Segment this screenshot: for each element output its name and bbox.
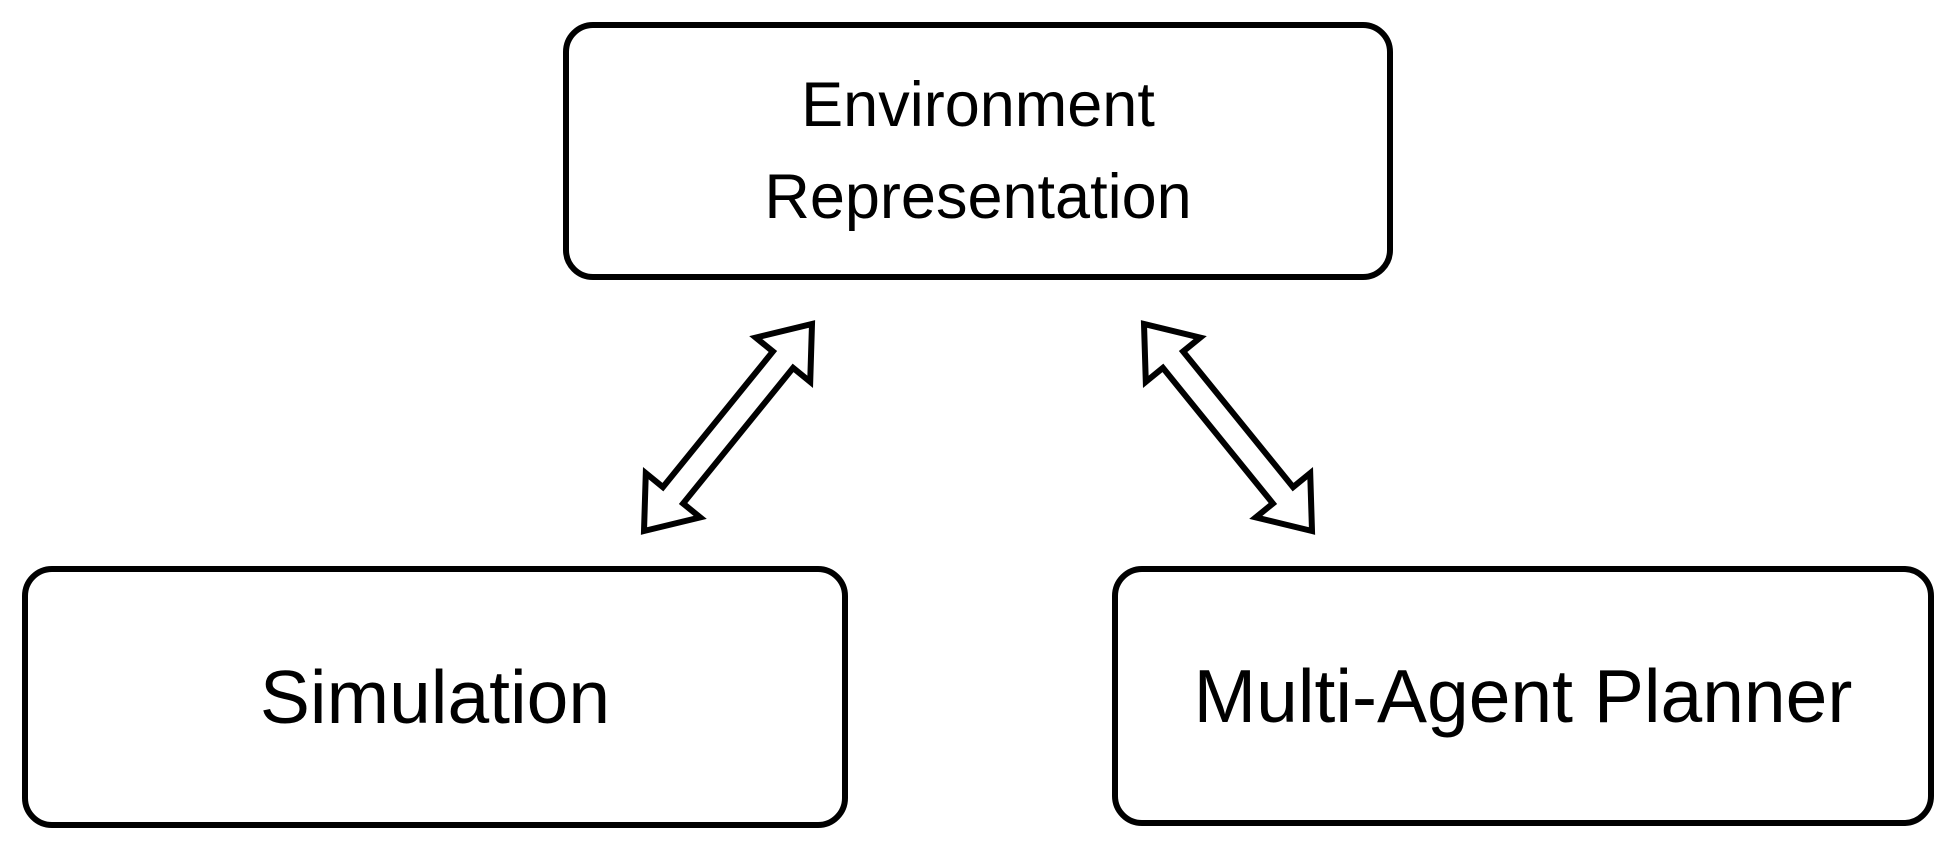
- node-multi-agent-planner-label: Multi-Agent Planner: [1193, 653, 1853, 738]
- node-simulation: Simulation: [22, 566, 848, 828]
- node-environment-representation: Environment Representation: [563, 22, 1393, 280]
- bidirectional-arrow-planner-environment: [1140, 320, 1316, 535]
- node-multi-agent-planner: Multi-Agent Planner: [1112, 566, 1934, 826]
- node-environment-representation-label: Environment Representation: [764, 70, 1192, 232]
- node-simulation-label: Simulation: [259, 654, 611, 739]
- bidirectional-arrow-simulation-environment: [640, 320, 816, 535]
